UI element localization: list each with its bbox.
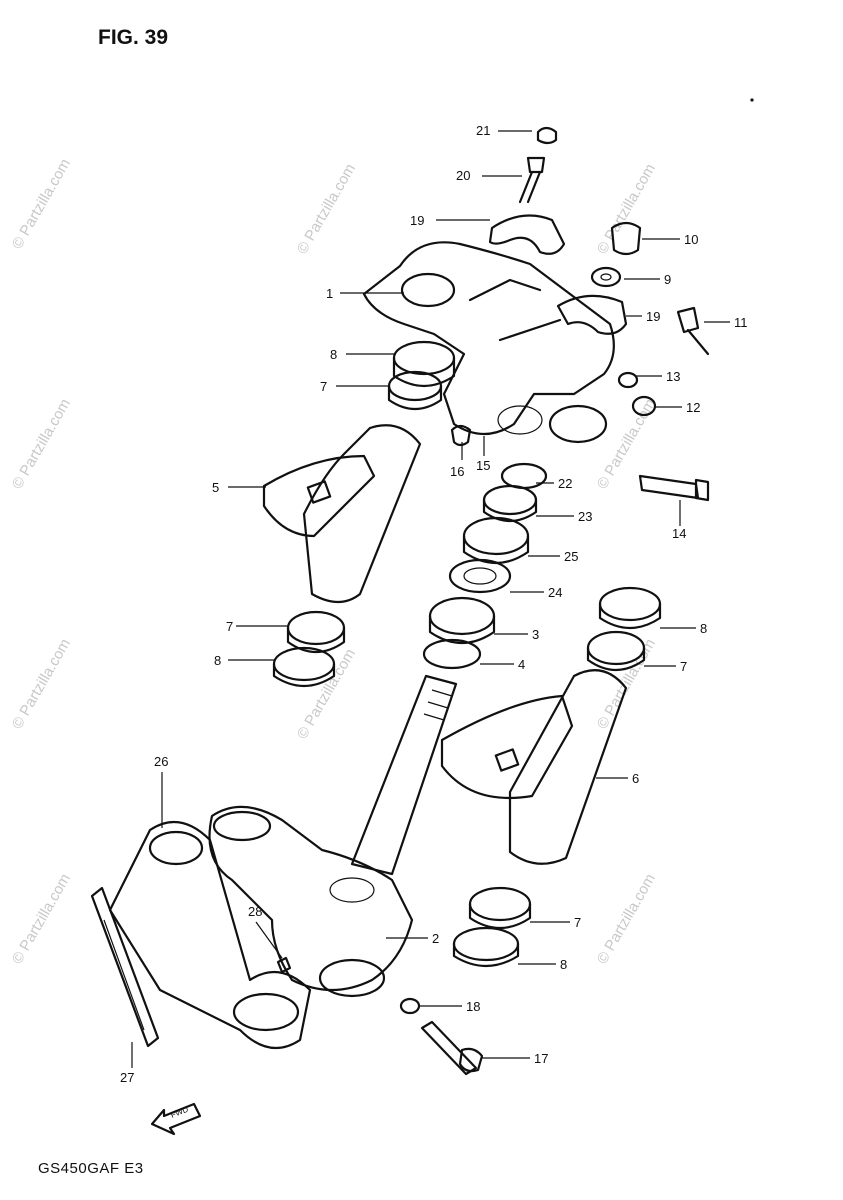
watermark-text: © Partzilla.com [9, 396, 74, 492]
callout-28: 28 [248, 904, 262, 919]
callout-2: 2 [432, 931, 439, 946]
callout-7: 7 [320, 379, 327, 394]
part-25-race[interactable] [462, 516, 530, 564]
part-12-nut[interactable] [631, 395, 657, 417]
callout-7: 7 [226, 619, 233, 634]
part-10-bolt[interactable] [610, 221, 642, 256]
watermark-text: © Partzilla.com [294, 646, 359, 742]
callout-11: 11 [734, 315, 748, 330]
callout-15: 15 [476, 458, 490, 473]
model-code: GS450GAF E3 [38, 1160, 144, 1177]
watermark-text: © Partzilla.com [9, 871, 74, 967]
callout-6: 6 [632, 771, 639, 786]
callout-8: 8 [330, 347, 337, 362]
part-20-bolt[interactable] [518, 156, 546, 204]
stray-mark [750, 98, 754, 102]
part-3-bearing[interactable] [428, 596, 496, 644]
callout-8: 8 [214, 653, 221, 668]
callout-7: 7 [680, 659, 687, 674]
watermark-text: © Partzilla.com [594, 161, 659, 257]
part-8-seal-mid-left[interactable] [272, 646, 336, 687]
callout-8: 8 [700, 621, 707, 636]
callout-18: 18 [466, 999, 480, 1014]
watermarks: © Partzilla.com © Partzilla.com © Partzi… [9, 156, 659, 967]
callout-labels: 21 20 19 10 9 1 19 11 8 7 13 12 16 15 22… [120, 123, 748, 1085]
part-7-ring-lower-right[interactable] [468, 886, 532, 929]
fwd-arrow: FWD [150, 1102, 202, 1136]
part-19-handlebar-clamp-right[interactable] [556, 294, 628, 335]
part-18-washer[interactable] [399, 997, 421, 1015]
callout-4: 4 [518, 657, 525, 672]
part-5-headlight-bracket[interactable] [262, 424, 422, 604]
callout-27: 27 [120, 1070, 134, 1085]
watermark-text: © Partzilla.com [9, 636, 74, 732]
part-16-cap[interactable] [450, 424, 472, 447]
callout-20: 20 [456, 168, 470, 183]
watermark-text: © Partzilla.com [9, 156, 74, 252]
part-22-nut[interactable] [500, 462, 548, 490]
callout-19: 19 [410, 213, 424, 228]
part-6-headlight-bracket[interactable] [440, 669, 628, 865]
callout-13: 13 [666, 369, 680, 384]
part-23-washer[interactable] [482, 484, 538, 523]
part-7-ring-mid-right[interactable] [586, 630, 646, 671]
callout-9: 9 [664, 272, 671, 287]
part-7-ring-mid-left[interactable] [286, 610, 346, 653]
callout-23: 23 [578, 509, 592, 524]
watermark-text: © Partzilla.com [294, 161, 359, 257]
part-27-plate[interactable] [90, 886, 160, 1048]
watermark-text: © Partzilla.com [594, 636, 659, 732]
leader-lines [131, 130, 730, 1068]
callout-21: 21 [476, 123, 490, 138]
part-24-bearing[interactable] [448, 558, 512, 594]
callout-19: 19 [646, 309, 660, 324]
callout-14: 14 [672, 526, 686, 541]
part-9-washer[interactable] [590, 266, 622, 288]
watermark-text: © Partzilla.com [594, 871, 659, 967]
fwd-label: FWD [169, 1105, 189, 1120]
callout-1: 1 [326, 286, 333, 301]
part-1-upper-bracket[interactable] [362, 241, 615, 444]
callout-17: 17 [534, 1051, 548, 1066]
callout-3: 3 [532, 627, 539, 642]
part-8-seal-upper-left[interactable] [392, 340, 456, 387]
part-2-steering-stem[interactable] [208, 674, 458, 998]
callout-7: 7 [574, 915, 581, 930]
figure-title: FIG. 39 [98, 26, 169, 49]
part-17-bolt[interactable] [420, 1020, 484, 1076]
callout-5: 5 [212, 480, 219, 495]
callout-26: 26 [154, 754, 168, 769]
callout-8: 8 [560, 957, 567, 972]
callout-24: 24 [548, 585, 562, 600]
part-11-bolt[interactable] [676, 306, 710, 356]
part-13-washer[interactable] [617, 371, 639, 389]
callout-16: 16 [450, 464, 464, 479]
part-26-lower-bracket[interactable] [108, 820, 312, 1050]
part-19-handlebar-clamp[interactable] [488, 214, 566, 255]
callout-25: 25 [564, 549, 578, 564]
part-28-screw[interactable] [276, 956, 292, 974]
callout-12: 12 [686, 400, 700, 415]
part-4-race[interactable] [422, 638, 482, 670]
part-14-bolt[interactable] [638, 474, 710, 502]
callout-22: 22 [558, 476, 572, 491]
callout-10: 10 [684, 232, 698, 247]
part-8-seal-lower-right[interactable] [452, 926, 520, 967]
part-8-seal-mid-right[interactable] [598, 586, 662, 629]
part-21-cap[interactable] [536, 126, 558, 145]
